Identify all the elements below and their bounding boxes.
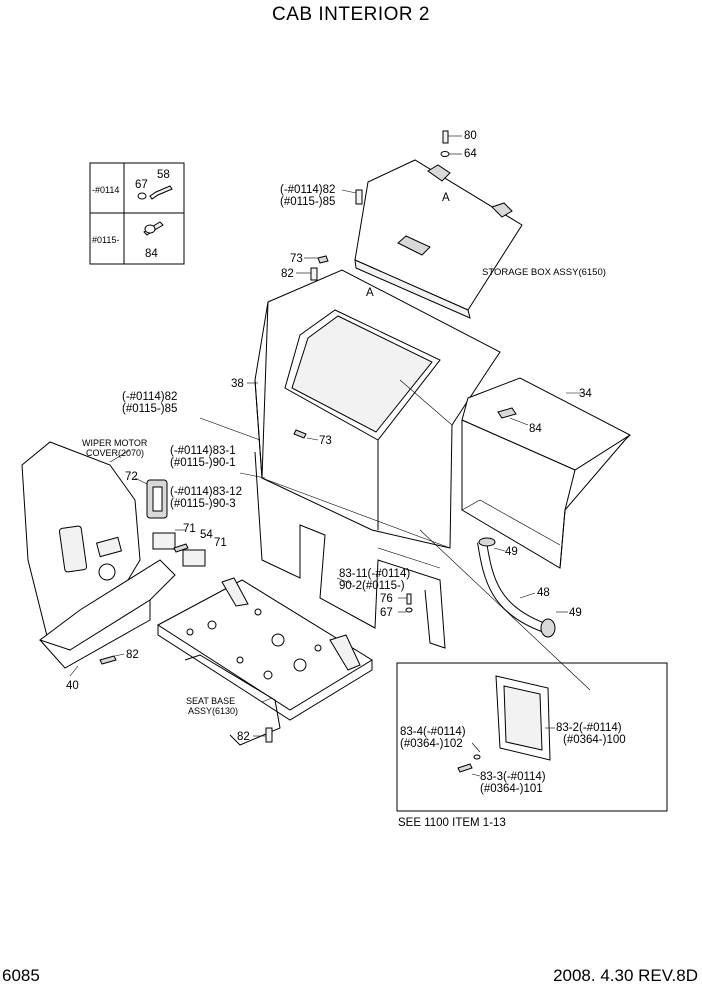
callout-71: 71: [214, 537, 227, 549]
page-number: 6085: [2, 966, 40, 985]
wiper-motor-cover: [21, 441, 206, 677]
callout-A: A: [366, 287, 374, 299]
callout-54: 54: [200, 529, 213, 541]
clip-icon: [293, 429, 307, 439]
callout-A: A: [442, 192, 450, 204]
callout-84: 84: [145, 248, 158, 260]
callout-40: 40: [66, 680, 79, 692]
bolt-icon: [355, 189, 363, 205]
bolt-icon: [173, 543, 189, 553]
callout-102: (#0364-)102: [400, 738, 463, 750]
see-also-note: SEE 1100 ITEM 1-13: [398, 817, 506, 829]
storage-box-lid: [341, 130, 523, 319]
callout-90-3: (#0115-)90-3: [170, 498, 236, 510]
callout-83-4: 83-4(-#0114): [400, 726, 466, 738]
block-icon: [182, 549, 206, 567]
duct-fitting-icon: [478, 537, 496, 547]
hole-icon: [98, 563, 116, 581]
storage-box: [461, 377, 632, 638]
vent-icon: [58, 525, 88, 573]
callout-101: (#0364-)101: [480, 783, 543, 795]
callout-80: 80: [464, 130, 477, 142]
seat-base-note-line1: SEAT BASE: [186, 696, 235, 706]
bolt-icon: [99, 655, 117, 665]
callout-82: (-#0114)82: [122, 391, 177, 403]
bolt-icon: [497, 407, 517, 419]
date-revision: 2008. 4.30 REV.8D: [553, 966, 698, 985]
callout-83-2: 83-2(-#0114): [556, 722, 622, 734]
callout-58: 58: [157, 169, 170, 181]
callout-48: 48: [537, 587, 550, 599]
callout-83-11: 83-11(-#0114): [339, 568, 410, 580]
washer-icon: [137, 192, 147, 200]
seat-base-note-line2: ASSY(6130): [188, 706, 238, 716]
block-icon: [152, 532, 176, 550]
washer-icon: [473, 754, 481, 760]
inset-row1-label: -#0114: [92, 185, 119, 195]
bolt-icon: [406, 593, 412, 605]
clip-icon: [317, 255, 329, 264]
callout-100: (#0364-)100: [563, 734, 626, 746]
washer-icon: [440, 151, 450, 157]
console-panel: [247, 255, 501, 549]
callout-73: 73: [290, 253, 303, 265]
bracket-icon: [329, 634, 361, 671]
bracket-icon: [221, 577, 249, 607]
duct-fitting-icon: [540, 618, 556, 638]
callout-49: 49: [505, 546, 518, 558]
callout-64: 64: [464, 148, 477, 160]
callout-67: 67: [380, 607, 393, 619]
callout-49: 49: [569, 607, 582, 619]
callout-82: 82: [237, 731, 250, 743]
bracket-panel: [199, 417, 446, 649]
bolt-icon: [310, 267, 318, 281]
lid-handle: [397, 235, 431, 256]
screw-icon: [442, 130, 449, 144]
callout-72: 72: [125, 471, 138, 483]
callout-38: 38: [231, 378, 244, 390]
inset-version-table: -#0114 #0115-: [89, 162, 185, 265]
callout-73: 73: [319, 435, 332, 447]
callout-34: 34: [579, 388, 592, 400]
callout-85: (#0115-)85: [122, 403, 177, 415]
callout-83-12: (-#0114)83-12: [170, 486, 242, 498]
screw-icon: [457, 763, 473, 773]
callout-90-2: 90-2(#0115-): [339, 580, 405, 592]
wiper-cover-note-line1: WIPER MOTOR: [82, 438, 148, 448]
callout-82: 82: [126, 649, 139, 661]
page-title: CAB INTERIOR 2: [272, 4, 430, 25]
inset-row2-label: #0115-: [92, 235, 119, 245]
callout-71: 71: [183, 523, 196, 535]
callout-76: 76: [380, 593, 393, 605]
callout-85: (#0115-)85: [280, 196, 335, 208]
detail-inset: [396, 529, 668, 812]
callout-83-1: (-#0114)83-1: [170, 445, 236, 457]
callout-83-3: 83-3(-#0114): [480, 771, 546, 783]
storage-box-assy-note: STORAGE BOX ASSY(6150): [482, 267, 606, 278]
hinge-icon: [491, 202, 513, 218]
washer-icon: [405, 607, 413, 613]
callout-82: (-#0114)82: [280, 184, 335, 196]
callout-labels: 80 64 58 67 84 A A (-#0114)82 (#0115-)85…: [66, 130, 626, 829]
seat-base-plate: [157, 577, 373, 746]
callout-67: 67: [135, 179, 148, 191]
bolt-icon: [149, 185, 173, 200]
callout-90-1: (#0115-)90-1: [170, 457, 236, 469]
bolt-icon: [265, 727, 273, 743]
callout-84: 84: [529, 423, 542, 435]
hinge-icon: [427, 164, 451, 182]
callout-82: 82: [281, 268, 294, 280]
wiper-cover-note-line2: COVER(2070): [86, 448, 144, 458]
